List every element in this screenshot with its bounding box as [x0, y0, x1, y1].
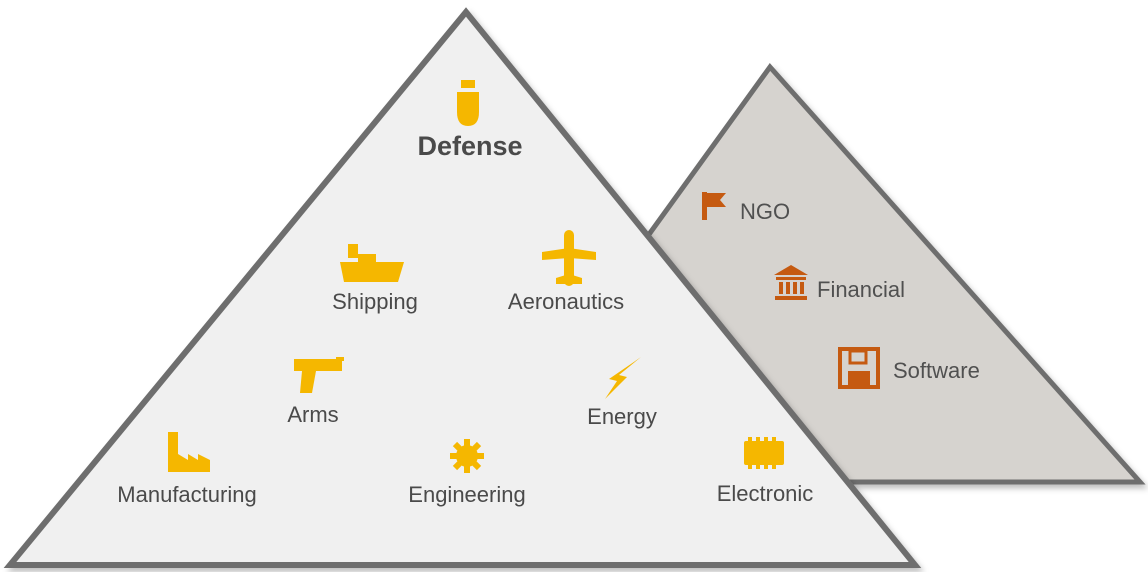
bank-icon: [774, 265, 808, 300]
flag-icon: [702, 192, 726, 220]
gun-icon: [294, 357, 344, 393]
engineering-label: Engineering: [408, 482, 526, 507]
lightning-icon: [605, 357, 641, 399]
ngo-label: NGO: [740, 199, 791, 224]
software-label: Software: [893, 358, 980, 383]
electronic-label: Electronic: [716, 481, 814, 506]
arms-label: Arms: [287, 402, 339, 427]
gear-icon: [450, 439, 484, 473]
manufacturing-label: Manufacturing: [117, 482, 257, 507]
factory-icon: [168, 432, 210, 472]
shipping-label: Shipping: [332, 289, 418, 314]
bomb-icon: [457, 80, 479, 126]
financial-label: Financial: [817, 277, 906, 302]
energy-label: Energy: [587, 404, 657, 429]
ship-icon: [340, 244, 404, 282]
floppy-disk-icon: [838, 347, 880, 389]
airplane-icon: [542, 230, 596, 286]
aeronautics-label: Aeronautics: [507, 289, 625, 314]
chip-icon: [744, 437, 784, 469]
defense-title: Defense: [417, 131, 523, 161]
